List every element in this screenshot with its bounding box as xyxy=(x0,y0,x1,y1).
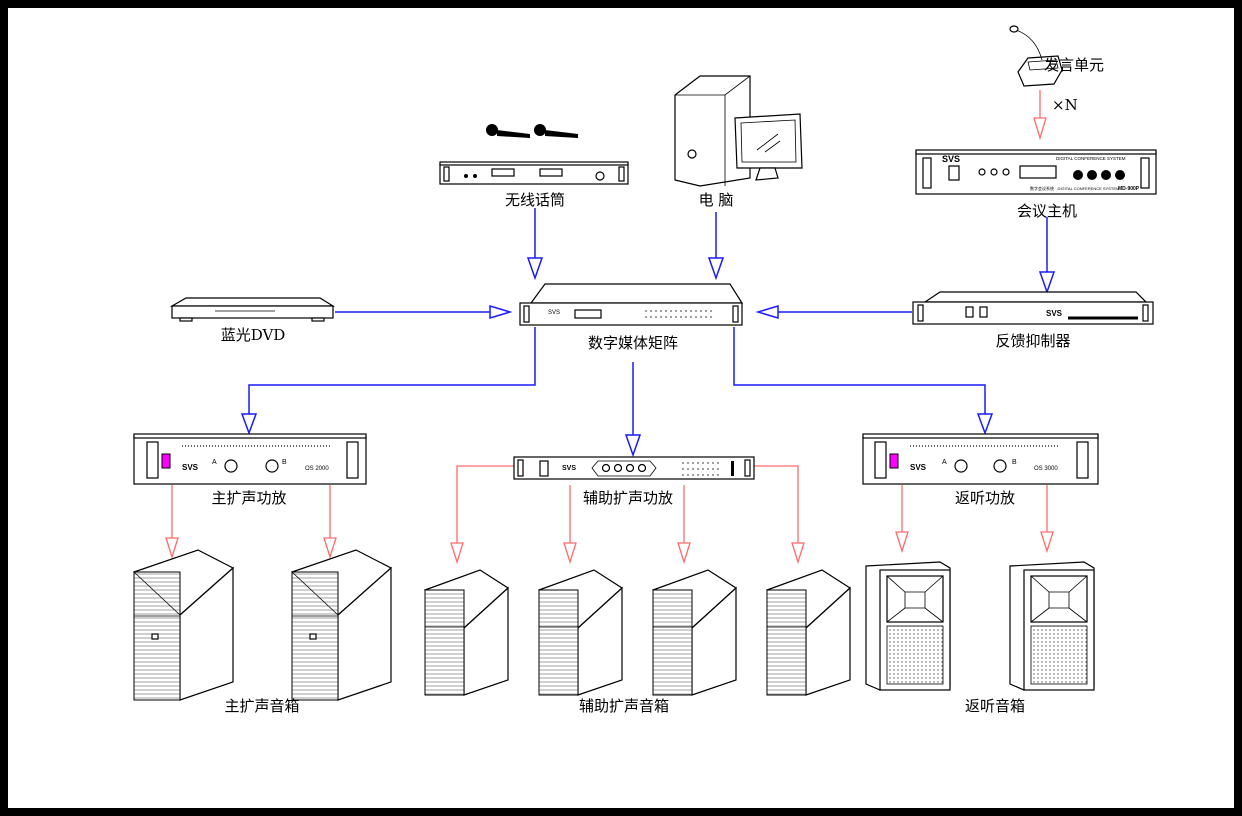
main-amp-brand: SVS xyxy=(182,463,199,472)
monitor-amp-channel-b: B xyxy=(1012,459,1017,466)
computer-label: 电 脑 xyxy=(699,191,734,209)
monitor-amp-model: OS 3000 xyxy=(1034,466,1058,472)
suppressor-brand: SVS xyxy=(1046,309,1063,318)
computer-device xyxy=(674,75,803,187)
speaker-unit-device xyxy=(1009,25,1063,87)
monitor-speakers-label: 返听音箱 xyxy=(965,697,1025,715)
feedback-suppressor-device xyxy=(912,291,1154,325)
main-amp-model: OS 2000 xyxy=(305,466,329,472)
main-amp-channel-b: B xyxy=(282,459,287,466)
main-amp-device xyxy=(133,433,367,485)
matrix-device xyxy=(519,283,744,326)
main-speaker-right xyxy=(290,549,393,701)
main-speaker-left xyxy=(132,549,235,701)
feedback-suppressor-label: 反馈抑制器 xyxy=(995,332,1070,350)
host-model: MD-900P xyxy=(1118,186,1140,192)
aux-speaker-3 xyxy=(651,569,737,696)
wireless-mic-label: 无线话筒 xyxy=(505,191,565,209)
matrix-brand: SVS xyxy=(548,310,560,316)
aux-amp-brand: SVS xyxy=(562,465,576,472)
conference-host-label: 会议主机 xyxy=(1017,202,1077,220)
matrix-label: 数字媒体矩阵 xyxy=(588,334,678,352)
host-subtitle: 数字会议系统 · DIGITAL CONFERENCE SYSTEM xyxy=(1030,185,1119,191)
host-brand: SVS xyxy=(942,154,960,164)
multiplier-label: ×N xyxy=(1052,96,1078,114)
conference-host-device xyxy=(915,149,1157,195)
aux-speakers-label: 辅助扩声音箱 xyxy=(579,697,669,715)
aux-amp-label: 辅助扩声功放 xyxy=(583,489,673,507)
aux-amp-device xyxy=(513,456,755,480)
speaker-unit-label: 发言单元 xyxy=(1044,56,1104,74)
bluray-dvd-label: 蓝光DVD xyxy=(221,326,286,344)
monitor-amp-channel-a: A xyxy=(942,459,947,466)
speaker-lines xyxy=(165,90,1054,565)
main-amp-channel-a: A xyxy=(212,459,217,466)
monitor-amp-label: 返听功放 xyxy=(955,489,1015,507)
monitor-amp-brand: SVS xyxy=(910,463,927,472)
aux-speaker-2 xyxy=(537,569,623,696)
monitor-speaker-right xyxy=(1009,561,1095,691)
wireless-mic-device xyxy=(439,124,629,185)
main-speakers-label: 主扩声音箱 xyxy=(224,697,299,715)
aux-speaker-4 xyxy=(765,569,851,696)
aux-speaker-1 xyxy=(423,569,509,696)
signal-lines xyxy=(240,208,1056,458)
monitor-speaker-left xyxy=(865,561,951,691)
bluray-dvd-device xyxy=(169,297,336,322)
host-title: DIGITAL CONFERENCE SYSTEM xyxy=(1056,156,1126,161)
main-amp-label: 主扩声功放 xyxy=(211,489,286,507)
monitor-amp-device xyxy=(862,433,1099,485)
